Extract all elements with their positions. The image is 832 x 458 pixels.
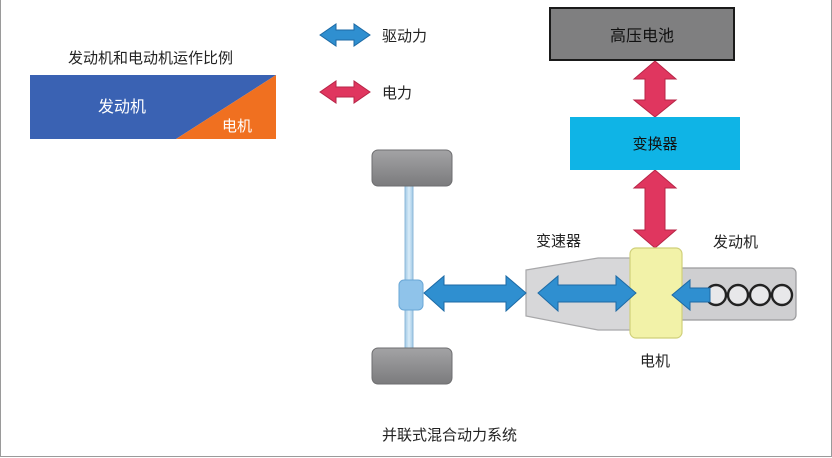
diagram-caption: 并联式混合动力系统 [382, 426, 518, 444]
transmission-label: 变速器 [536, 232, 582, 250]
engine-label: 发动机 [713, 233, 759, 251]
rear-wheel [371, 347, 453, 385]
battery-inverter-arrow-icon [632, 60, 678, 118]
inverter-motor-arrow-icon [632, 169, 678, 249]
inverter: 变换器 [570, 117, 740, 170]
legend-electric-label: 电力 [382, 84, 413, 102]
legend-drive-label: 驱动力 [382, 27, 428, 45]
battery-label: 高压电池 [609, 26, 674, 45]
axle-assembly [371, 149, 453, 385]
axle-transmission-arrow-icon [423, 274, 527, 313]
ratio-engine-label: 发动机 [98, 97, 147, 116]
cylinder-2-icon [726, 283, 750, 307]
front-wheel [371, 149, 453, 187]
ratio-motor-area [176, 75, 276, 139]
ratio-panel-title: 发动机和电动机运作比例 [68, 49, 234, 67]
high-voltage-battery: 高压电池 [549, 7, 735, 61]
ratio-motor-label: 电机 [222, 117, 253, 135]
legend-drive-arrow-icon [319, 23, 371, 47]
legend-electric-arrow-icon [319, 80, 371, 104]
motor-label: 电机 [640, 352, 671, 370]
ratio-engine-area [30, 75, 276, 139]
cylinder-4-icon [770, 283, 794, 307]
cylinder-3-icon [748, 283, 772, 307]
transmission-motor-arrow-icon [537, 274, 637, 313]
inverter-label: 变换器 [632, 135, 678, 153]
differential [398, 279, 424, 311]
axle-shaft [404, 184, 414, 351]
ratio-chart [30, 75, 276, 139]
engine-motor-arrow-icon [671, 278, 711, 312]
